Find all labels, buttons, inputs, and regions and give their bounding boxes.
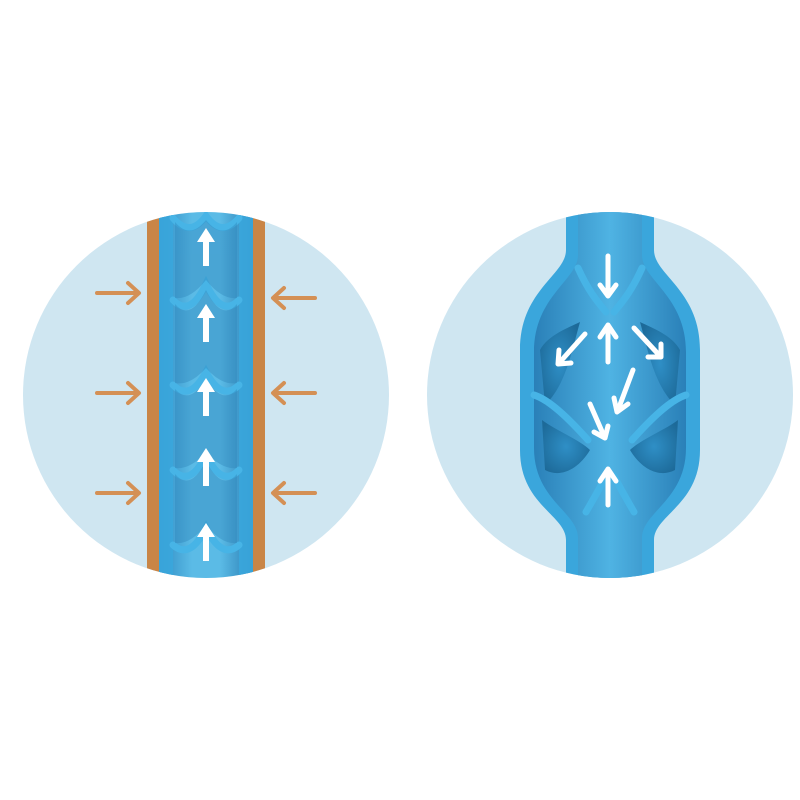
flow-arrow-up-icon xyxy=(197,523,215,561)
flow-arrow-down-right-icon xyxy=(631,325,664,360)
arrow-right-icon xyxy=(95,481,141,505)
flow-arrow-down-left-icon xyxy=(555,331,588,367)
left-outer-wall-left xyxy=(147,212,159,578)
flow-arrow-down-right-icon xyxy=(587,401,611,441)
arrow-left-icon xyxy=(271,481,317,505)
flow-arrow-up-icon xyxy=(597,322,619,365)
flow-arrow-down-left-icon xyxy=(611,367,636,415)
panel-varicose-vein xyxy=(427,212,793,578)
healthy-vein-valve-shading xyxy=(175,220,237,544)
flow-arrow-up-icon xyxy=(197,378,215,416)
flow-arrow-up-icon xyxy=(597,466,619,508)
arrow-right-icon xyxy=(95,381,141,405)
compression-arrows xyxy=(95,281,317,505)
arrow-left-icon xyxy=(271,286,317,310)
left-outer-wall-right xyxy=(253,212,265,578)
arrow-right-icon xyxy=(95,281,141,305)
flow-arrow-up-icon xyxy=(197,448,215,486)
flow-arrow-up-icon xyxy=(197,304,215,342)
flow-arrow-down-icon xyxy=(597,253,619,299)
flow-arrow-up-icon xyxy=(197,228,215,266)
varicose-vein-lumen xyxy=(534,212,686,578)
varicose-flow-arrows xyxy=(555,253,664,508)
panel-healthy-vein xyxy=(23,212,389,578)
healthy-vein-flow-arrows xyxy=(197,228,215,561)
arrow-left-icon xyxy=(271,381,317,405)
